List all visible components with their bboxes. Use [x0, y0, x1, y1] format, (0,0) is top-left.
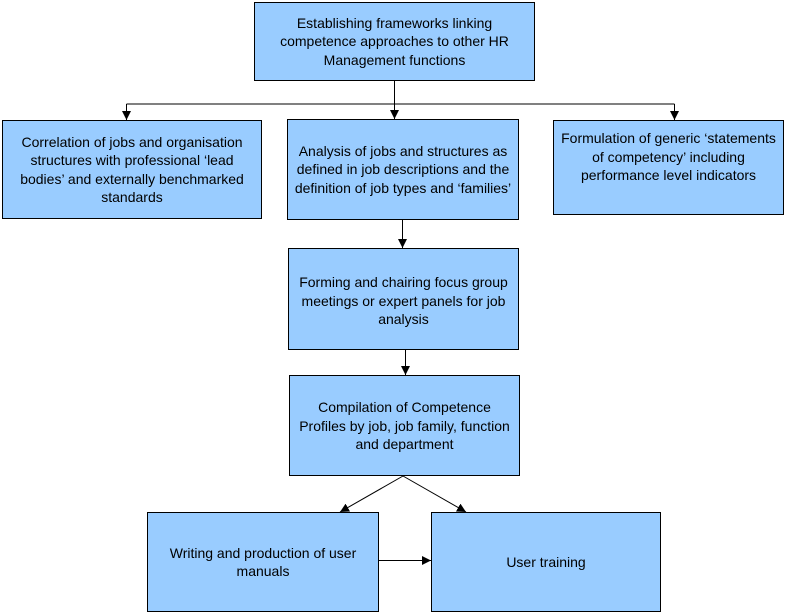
node-formulation-of-statements: Formulation of generic ‘statements of co…	[553, 120, 784, 215]
node-formulation-of-statements-label: Formulation of generic ‘statements of co…	[561, 130, 776, 183]
node-focus-group-meetings-label: Forming and chairing focus group meeting…	[299, 274, 508, 327]
node-user-manuals: Writing and production of user manuals	[147, 512, 379, 612]
node-establishing-frameworks-label: Establishing frameworks linking competen…	[280, 14, 509, 68]
node-user-manuals-label: Writing and production of user manuals	[169, 544, 357, 580]
node-competence-profiles-label: Compilation of Competence Profiles by jo…	[299, 399, 510, 452]
node-establishing-frameworks: Establishing frameworks linking competen…	[254, 2, 535, 81]
node-analysis-of-jobs: Analysis of jobs and structures as defin…	[287, 119, 519, 220]
node-analysis-of-jobs-label: Analysis of jobs and structures as defin…	[294, 142, 512, 196]
edge-profiles-to-training	[402, 475, 467, 513]
node-correlation-of-jobs: Correlation of jobs and organisation str…	[2, 120, 262, 219]
node-focus-group-meetings: Forming and chairing focus group meeting…	[288, 248, 519, 350]
edge-profiles-to-manuals	[339, 475, 404, 513]
node-correlation-of-jobs-label: Correlation of jobs and organisation str…	[20, 133, 244, 206]
node-user-training: User training	[431, 512, 661, 612]
node-user-training-label: User training	[506, 553, 586, 570]
node-competence-profiles: Compilation of Competence Profiles by jo…	[289, 375, 520, 476]
